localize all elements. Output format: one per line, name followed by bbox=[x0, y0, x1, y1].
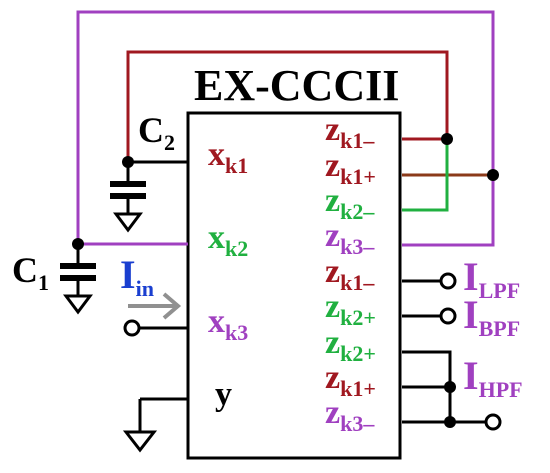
port-z-label: zk3– bbox=[325, 217, 375, 259]
port-z-label: zk3– bbox=[325, 394, 375, 436]
capacitor-c1-label: C1 bbox=[12, 250, 49, 295]
port-z-label: zk2+ bbox=[325, 288, 376, 330]
wire-feedback-zk3-xk2 bbox=[76, 10, 495, 247]
junction-node-1 bbox=[441, 133, 453, 145]
capacitor-c1 bbox=[60, 244, 96, 315]
wire-zk2minus bbox=[402, 139, 449, 212]
input-current-label: Iin bbox=[120, 252, 154, 301]
output-lpf-terminal bbox=[402, 272, 457, 290]
port-z-label: zk1+ bbox=[325, 359, 376, 401]
port-xk1-label: xk1 bbox=[208, 136, 248, 178]
capacitor-c2 bbox=[110, 162, 146, 233]
output-bpf-terminal bbox=[402, 307, 457, 325]
port-z-label: zk1– bbox=[325, 253, 375, 295]
port-y-label: y bbox=[215, 376, 232, 413]
port-xk2-label: xk2 bbox=[208, 219, 248, 261]
wire-feedback-zk1-c2 bbox=[126, 50, 449, 162]
input-arrow-icon bbox=[128, 292, 182, 320]
port-z-label: zk1– bbox=[325, 111, 375, 153]
right-port-labels: zk1– zk1+ zk2– zk3– zk1– zk2+ zk2+ zk1+ … bbox=[325, 111, 376, 436]
input-terminal bbox=[123, 319, 188, 337]
port-z-label: zk2– bbox=[325, 182, 375, 224]
output-hpf-label: IHPF bbox=[463, 353, 523, 402]
ground-y bbox=[122, 397, 188, 453]
capacitor-c2-label: C2 bbox=[138, 110, 175, 155]
port-z-label: zk1+ bbox=[325, 147, 376, 189]
port-z-label: zk2+ bbox=[325, 324, 376, 366]
output-bpf-label: IBPF bbox=[463, 292, 520, 341]
junction-hpf-1 bbox=[444, 381, 456, 393]
block-title: EX-CCCII bbox=[194, 61, 399, 110]
junction-hpf-2 bbox=[444, 416, 456, 428]
output-lpf-label: ILPF bbox=[463, 254, 520, 303]
port-xk3-label: xk3 bbox=[208, 303, 248, 345]
ex-ccii-block bbox=[186, 111, 402, 460]
junction-node-2 bbox=[487, 169, 499, 181]
